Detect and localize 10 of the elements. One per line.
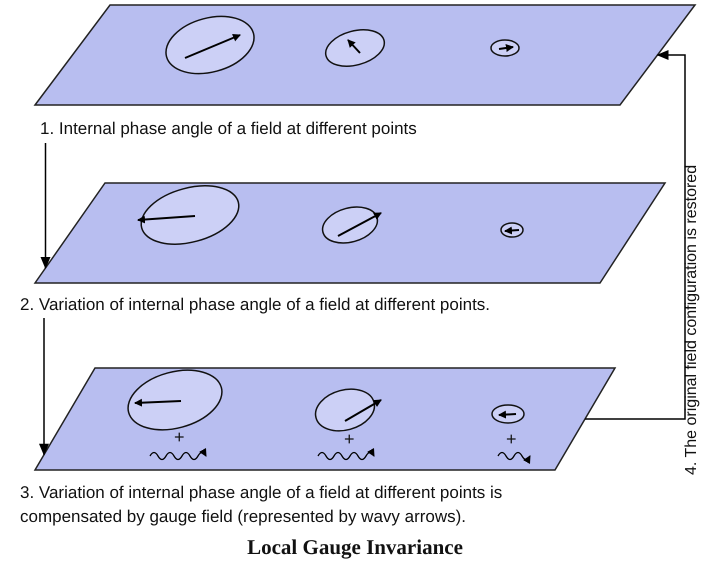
arrow	[40, 143, 50, 269]
caption-text: 3. Variation of internal phase angle of a field at different points is compensated by gauge field (represented by wavy arrows).	[20, 482, 504, 528]
caption-text: 2. Variation of internal phase angle of a field at different points.	[20, 294, 492, 316]
arrow	[39, 318, 49, 456]
arrow	[585, 50, 686, 420]
plus-sign: +	[506, 428, 517, 451]
caption-text: 1. Internal phase angle of a field at different points	[40, 118, 418, 140]
plus-sign: +	[344, 428, 355, 451]
plus-sign: +	[174, 426, 185, 449]
caption-title: Local Gauge Invariance	[246, 535, 464, 559]
